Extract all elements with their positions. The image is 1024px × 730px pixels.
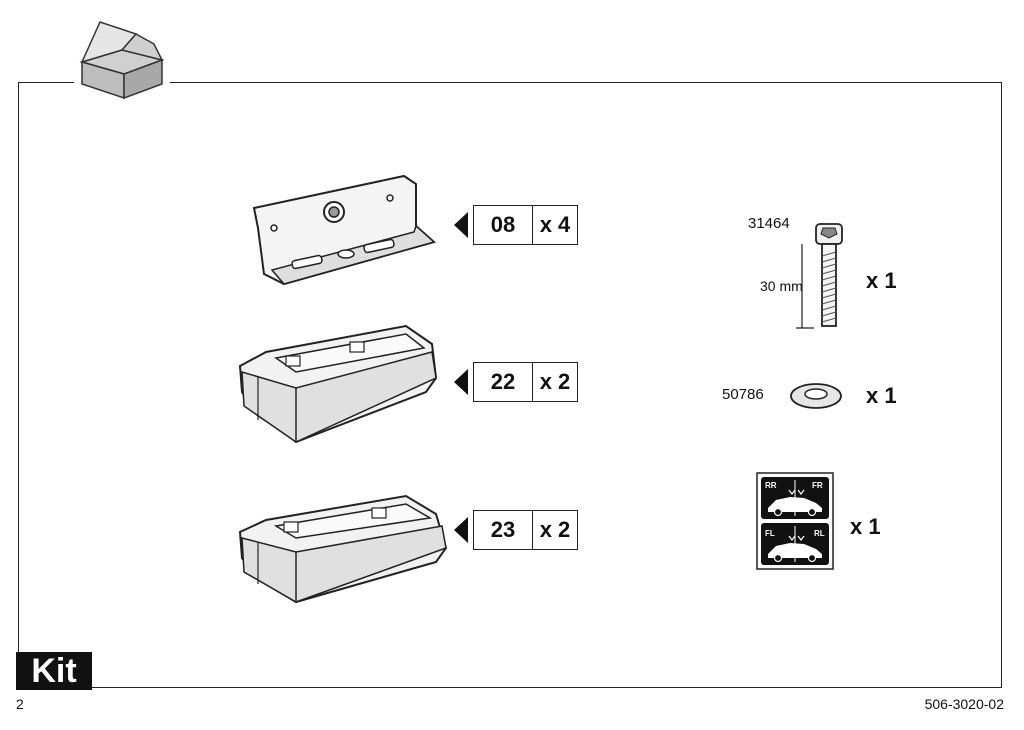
washer-count: x 1 <box>866 383 897 408</box>
part-count: x 4 <box>539 212 571 237</box>
sticker-label: RR <box>765 481 777 490</box>
pointer-arrow-icon <box>454 517 468 543</box>
part-22-quantity: 22 x 2 <box>454 362 578 402</box>
part-08-quantity: 08 x 4 <box>454 205 578 245</box>
bolt-icon <box>812 222 846 337</box>
package-box-icon <box>74 14 170 104</box>
washer-icon <box>788 380 844 417</box>
part-number: 23 <box>474 511 533 549</box>
part-count: x 2 <box>539 369 571 394</box>
part-number: 22 <box>474 363 533 401</box>
sticker-count: x 1 <box>850 514 881 539</box>
bracket-plate-icon <box>244 168 444 301</box>
part-23-quantity: 23 x 2 <box>454 510 578 550</box>
part-number: 08 <box>474 206 533 244</box>
position-sticker-icon: RR FR FL RL <box>756 472 834 575</box>
section-badge: Kit <box>16 652 92 690</box>
bolt-length-label: 30 mm <box>760 278 803 294</box>
sticker-label: FR <box>812 481 823 490</box>
page-frame <box>18 82 1002 688</box>
washer-part-code: 50786 <box>722 386 764 403</box>
foot-pad-icon <box>236 322 446 457</box>
part-count: x 2 <box>539 517 571 542</box>
length-dimension-line <box>796 244 816 335</box>
pointer-arrow-icon <box>454 369 468 395</box>
pointer-arrow-icon <box>454 212 468 238</box>
sticker-label: FL <box>765 529 775 538</box>
sticker-label: RL <box>814 529 825 538</box>
document-code: 506-3020-02 <box>924 696 1004 712</box>
bolt-count: x 1 <box>866 268 897 293</box>
page-number: 2 <box>16 696 24 712</box>
foot-pad-icon <box>236 492 456 613</box>
bolt-part-code: 31464 <box>748 215 790 232</box>
